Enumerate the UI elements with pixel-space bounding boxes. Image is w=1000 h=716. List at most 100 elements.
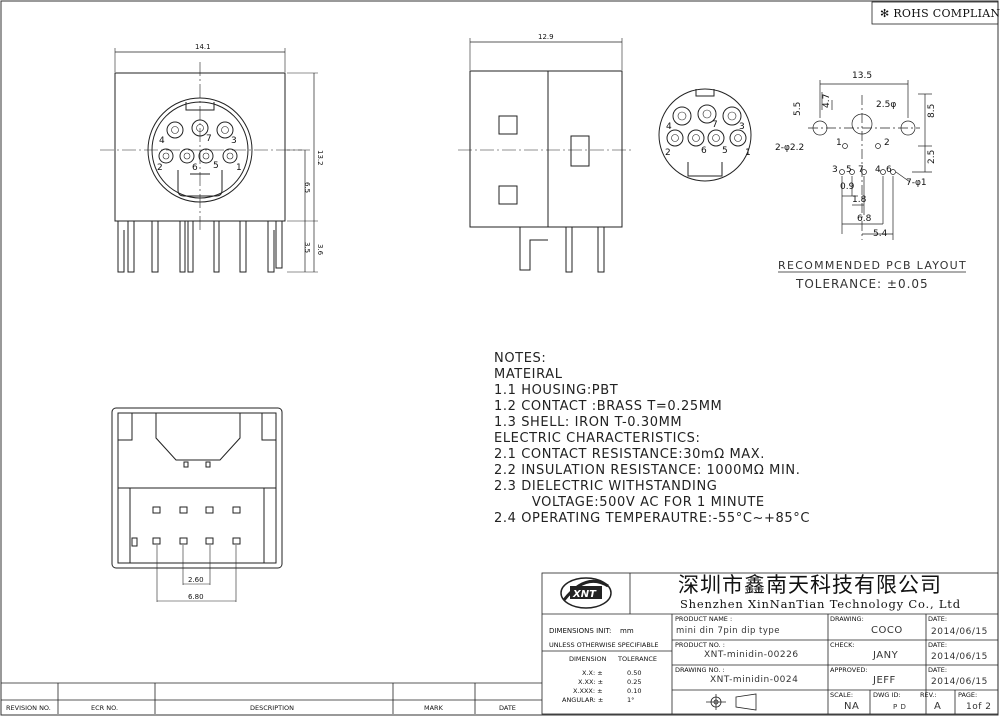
- date-label: DATE:: [928, 615, 948, 623]
- front-pin-label: 3: [231, 136, 237, 146]
- small-pin-label: 2: [665, 148, 671, 158]
- note-line: VOLTAGE:500V AC FOR 1 MINUTE: [494, 495, 765, 510]
- note-line: 1.1 HOUSING:PBT: [494, 383, 619, 398]
- product-name: mini din 7pin dip type: [676, 626, 781, 636]
- dimensions-unit: mm: [620, 627, 634, 635]
- date-drawing: 2014/06/15: [931, 627, 988, 637]
- check-label: CHECK:: [830, 641, 855, 649]
- pcb-dim: 6.8: [857, 214, 872, 224]
- note-line: 2.3 DIELECTRIC WITHSTANDING: [494, 479, 718, 494]
- rohs-badge: ✻ ROHS COMPLIANT: [880, 7, 1000, 20]
- note-line: 2.4 OPERATING TEMPERAUTRE:-55°C~+85°C: [494, 511, 811, 526]
- drawing-label: DRAWING:: [830, 615, 864, 623]
- tol-key: ANGULAR: ±: [562, 696, 604, 704]
- projection-symbol: [706, 693, 757, 711]
- scale-value: NA: [844, 701, 860, 712]
- tol-key: X.XX: ±: [578, 678, 604, 686]
- date-label: DATE:: [928, 666, 948, 674]
- note-line: ELECTRIC CHARACTERISTICS:: [494, 431, 701, 446]
- small-pin-label: 4: [666, 122, 672, 132]
- approved-by: JEFF: [873, 675, 896, 686]
- logo-text: XNT: [572, 589, 597, 600]
- pcb-dim: 5.5: [793, 102, 803, 116]
- unless-specified: UNLESS OTHERWISE SPECIFIABLE: [549, 641, 659, 649]
- pcb-dim: 0.9: [840, 182, 855, 192]
- pcb-dim: 2.5: [927, 150, 937, 164]
- front-pin-label: 4: [159, 136, 165, 146]
- pcb-dim: 1.8: [852, 195, 867, 205]
- pcb-pin-label: 4: [875, 165, 881, 175]
- pcb-dim: 2-φ2.2: [775, 143, 804, 153]
- pcb-dim: 4.7: [822, 94, 832, 108]
- front-view-outline: [100, 48, 318, 273]
- product-no-label: PRODUCT NO. :: [675, 641, 725, 649]
- drawing-no-label: DRAWING NO. :: [675, 666, 725, 674]
- bottom-dim-a: 2.60: [188, 576, 204, 584]
- note-line: NOTES:: [494, 351, 547, 366]
- page-value: 1of 2: [966, 702, 992, 712]
- front-pin-label: 7: [206, 134, 212, 144]
- tol-value: 0.10: [627, 687, 642, 695]
- pcb-pin-label: 6: [886, 165, 892, 175]
- tol-value: 0.50: [627, 669, 642, 677]
- pcb-pin-label: 3: [832, 165, 838, 175]
- small-pin-label: 7: [712, 120, 718, 130]
- pcb-dim: 2.5φ: [876, 100, 896, 110]
- pcb-pin-label: 1: [836, 138, 842, 148]
- note-line: 2.1 CONTACT RESISTANCE:30mΩ MAX.: [494, 447, 766, 462]
- tol-key: X.X: ±: [582, 669, 603, 677]
- small-pin-label: 1: [745, 148, 751, 158]
- pcb-pin-label: 5: [846, 165, 852, 175]
- check-by: JANY: [873, 650, 899, 661]
- pcb-dim: 8.5: [927, 104, 937, 118]
- dimension-header: DIMENSION: [569, 655, 607, 663]
- tol-value: 1°: [627, 696, 635, 704]
- small-pin-label: 3: [739, 122, 745, 132]
- front-mid-dim: 6.5: [303, 182, 311, 193]
- xnt-logo: [560, 577, 612, 609]
- note-line: MATEIRAL: [494, 367, 563, 382]
- pcb-dim: 13.5: [852, 71, 872, 81]
- date-approved: 2014/06/15: [931, 677, 988, 687]
- front-height-dim: 13.2: [316, 150, 324, 166]
- front-pin-label: 5: [213, 161, 219, 171]
- front-pin-dim-b: 3.6: [316, 244, 324, 256]
- front-pin-label: 2: [157, 163, 163, 173]
- pcb-tolerance: TOLERANCE: ±0.05: [796, 277, 929, 291]
- dimensions-unit-label: DIMENSIONS INIT:: [549, 627, 612, 635]
- drawing-no: XNT-minidin-0024: [710, 675, 799, 685]
- notes-block: NOTES: MATEIRAL 1.1 HOUSING:PBT 1.2 CONT…: [494, 351, 810, 527]
- tol-value: 0.25: [627, 678, 642, 686]
- company-name-en: Shenzhen XinNanTian Technology Co., Ltd: [680, 597, 961, 611]
- small-pin-label: 6: [701, 146, 707, 156]
- approved-label: APPROVED:: [830, 666, 868, 674]
- front-width-dim: 14.1: [195, 43, 211, 51]
- description-header: DESCRIPTION: [250, 704, 294, 712]
- pcb-pin-label: 7: [858, 165, 864, 175]
- date-check: 2014/06/15: [931, 652, 988, 662]
- small-pin-label: 5: [722, 146, 728, 156]
- note-line: 1.3 SHELL: IRON T-0.30MM: [494, 415, 683, 430]
- ecr-no-header: ECR NO.: [91, 704, 119, 712]
- product-name-label: PRODUCT NAME :: [675, 615, 733, 623]
- front-pin-dim-a: 3.5: [303, 242, 311, 253]
- pcb-dim: 7-φ1: [906, 178, 927, 188]
- side-view-outline: [458, 38, 632, 273]
- rev-label: REV.:: [920, 691, 937, 699]
- scale-label: SCALE:: [830, 691, 854, 699]
- pcb-pin-label: 2: [884, 138, 890, 148]
- page-label: PAGE:: [958, 691, 978, 699]
- date-header: DATE: [499, 704, 516, 712]
- rev-value: A: [934, 701, 942, 712]
- drawing-by: COCO: [871, 625, 903, 636]
- dwg-id-value: P D: [893, 703, 907, 711]
- front-pin-label: 6: [192, 163, 198, 173]
- pcb-layout-title: RECOMMENDED PCB LAYOUT: [778, 259, 968, 272]
- tolerance-header: TOLERANCE: [618, 655, 658, 663]
- date-label: DATE:: [928, 641, 948, 649]
- dwg-id-label: DWG ID:: [873, 691, 901, 699]
- company-name-cn: 深圳市鑫南天科技有限公司: [678, 573, 942, 597]
- pcb-layout-lines: [778, 80, 966, 273]
